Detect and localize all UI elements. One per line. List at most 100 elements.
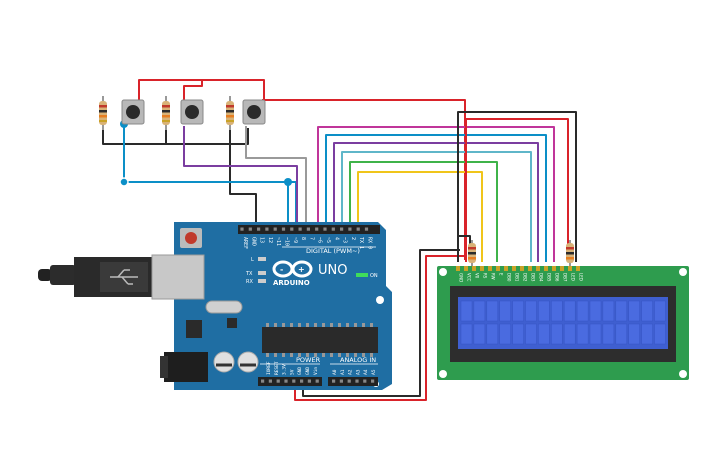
lcd-pin[interactable] [576, 266, 580, 271]
wire-red-mid-button[interactable] [183, 80, 203, 102]
lcd-pin[interactable] [472, 266, 476, 271]
chip-leg [346, 323, 349, 327]
top-pin-label: ~10 [284, 237, 290, 246]
wire-red-5v-bottom[interactable] [294, 255, 467, 401]
header-pin[interactable] [292, 379, 296, 383]
wire-black-pot-loop[interactable] [457, 235, 471, 262]
resistor-3[interactable] [226, 96, 234, 130]
header-pin[interactable] [356, 227, 360, 231]
lcd-pin[interactable] [536, 266, 540, 271]
pushbutton-3[interactable] [242, 99, 266, 125]
wire-black-gnd-bottom[interactable] [302, 249, 460, 397]
reset-button-cap[interactable] [185, 232, 197, 244]
lcd-pin[interactable] [552, 266, 556, 271]
lcd-cell [589, 300, 602, 322]
header-pin[interactable] [276, 379, 280, 383]
lcd-pin[interactable] [488, 266, 492, 271]
lcd-cell [576, 323, 589, 345]
lcd-pin[interactable] [544, 266, 548, 271]
wire-black-to-gnd[interactable] [229, 144, 257, 232]
wire-yellow-lcd[interactable] [357, 171, 483, 262]
wire-purple-button2[interactable] [183, 126, 298, 232]
header-pin[interactable] [340, 227, 344, 231]
top-pin-label: 7 [308, 237, 314, 240]
header-pin[interactable] [315, 227, 319, 231]
crystal [205, 300, 243, 314]
lcd-pin-label: DB7 [563, 273, 568, 282]
lcd-pin[interactable] [464, 266, 468, 271]
header-pin[interactable] [364, 227, 369, 231]
junction-dot [119, 177, 129, 187]
header-pin[interactable] [248, 227, 252, 231]
chip-leg [282, 353, 285, 357]
lcd-pin[interactable] [496, 266, 500, 271]
wire-cyan-lcd[interactable] [325, 134, 547, 262]
lcd-resistor-left[interactable] [468, 240, 476, 266]
wire-cyan-button1[interactable] [123, 124, 289, 232]
header-pin[interactable] [240, 227, 244, 231]
header-pin[interactable] [347, 379, 351, 383]
chip-leg [322, 323, 325, 327]
chip-leg [306, 353, 309, 357]
wire-gray-button3[interactable] [245, 126, 307, 232]
header-pin[interactable] [281, 227, 286, 231]
header-pin[interactable] [339, 379, 343, 383]
top-pin-label: 8 [300, 237, 306, 240]
header-pin[interactable] [257, 227, 261, 231]
header-pin[interactable] [315, 379, 319, 383]
resistor-2[interactable] [162, 96, 170, 130]
wire-black-lcd-right[interactable] [457, 111, 577, 262]
top-pin-label: 4 [333, 237, 339, 240]
lcd-cell [499, 323, 511, 345]
header-pin[interactable] [306, 227, 310, 231]
wire-green-lcd[interactable] [349, 161, 498, 262]
header-pin[interactable] [265, 227, 269, 231]
usb-port [151, 254, 205, 300]
resistor-1[interactable] [99, 96, 107, 130]
header-pin[interactable] [300, 379, 304, 383]
pushbutton-2[interactable] [180, 99, 204, 125]
header-pin[interactable] [331, 227, 335, 231]
chip-leg [298, 323, 301, 327]
lcd-pin[interactable] [480, 266, 484, 271]
lcd-pin[interactable] [528, 266, 532, 271]
lcd-cell [460, 300, 473, 322]
header-pin[interactable] [290, 227, 294, 231]
lcd-pin[interactable] [512, 266, 516, 271]
chip-leg [338, 353, 341, 357]
led-on-label: ON [370, 273, 378, 279]
header-pin[interactable] [355, 379, 359, 383]
header-pin[interactable] [307, 379, 311, 383]
lcd-cell [615, 323, 628, 345]
wire-black-button-rail[interactable] [102, 128, 249, 145]
pushbutton-1[interactable] [121, 99, 145, 125]
chip-leg [266, 353, 269, 357]
header-pin[interactable] [284, 379, 288, 383]
wire-red-lcd-right[interactable] [465, 118, 569, 262]
header-pin[interactable] [332, 379, 336, 383]
header-pin[interactable] [348, 227, 352, 231]
lcd-resistor-right[interactable] [566, 240, 574, 266]
chip-leg [346, 353, 349, 357]
header-pin[interactable] [363, 379, 367, 383]
chip-leg [282, 323, 285, 327]
lcd-pin[interactable] [504, 266, 508, 271]
lcd-pin[interactable] [456, 266, 460, 271]
header-pin[interactable] [268, 379, 272, 383]
wire-purple-lcd[interactable] [333, 142, 539, 262]
lcd-pin[interactable] [520, 266, 524, 271]
analog-header [328, 377, 378, 386]
top-pin-label: ~5 [325, 237, 331, 243]
header-pin[interactable] [273, 227, 277, 231]
header-pin[interactable] [261, 379, 265, 383]
led-rx [258, 279, 266, 283]
lcd-pin[interactable] [560, 266, 564, 271]
header-pin[interactable] [371, 379, 375, 383]
header-pin[interactable] [298, 227, 302, 231]
lcd-pin[interactable] [568, 266, 572, 271]
header-pin[interactable] [323, 227, 327, 231]
wire-magenta-lcd[interactable] [317, 126, 555, 262]
wire-lightblue-lcd[interactable] [341, 151, 532, 262]
